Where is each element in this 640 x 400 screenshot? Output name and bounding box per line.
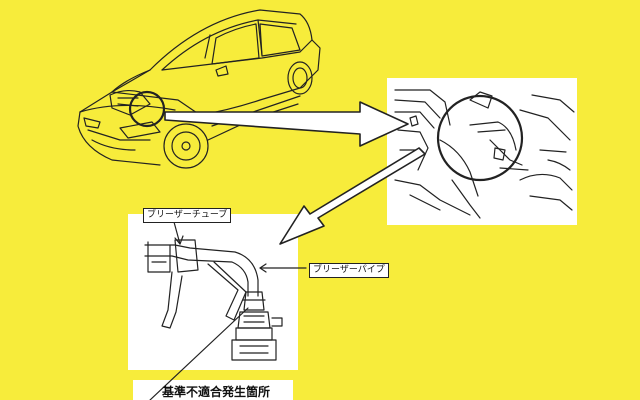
breather-tube-leader (173, 221, 181, 245)
engine-highlight-circle (436, 94, 524, 182)
car-highlight-circle (128, 90, 166, 128)
breather-tube-label: ブリーザーチューブ (143, 208, 232, 223)
caption-box (133, 380, 293, 400)
breather-detail-panel (128, 214, 298, 370)
car-illustration (77, 9, 321, 169)
arrow-engine-to-detail (279, 147, 426, 245)
breather-pipe-label: ブリーザーパイプ (309, 263, 389, 278)
arrow-car-to-engine (164, 101, 409, 147)
defect-leader (149, 307, 249, 400)
engine-bay-illustration (394, 89, 575, 219)
defect-location-caption: 基準不適合発生箇所 (162, 385, 271, 399)
breather-assembly-illustration (144, 239, 283, 361)
